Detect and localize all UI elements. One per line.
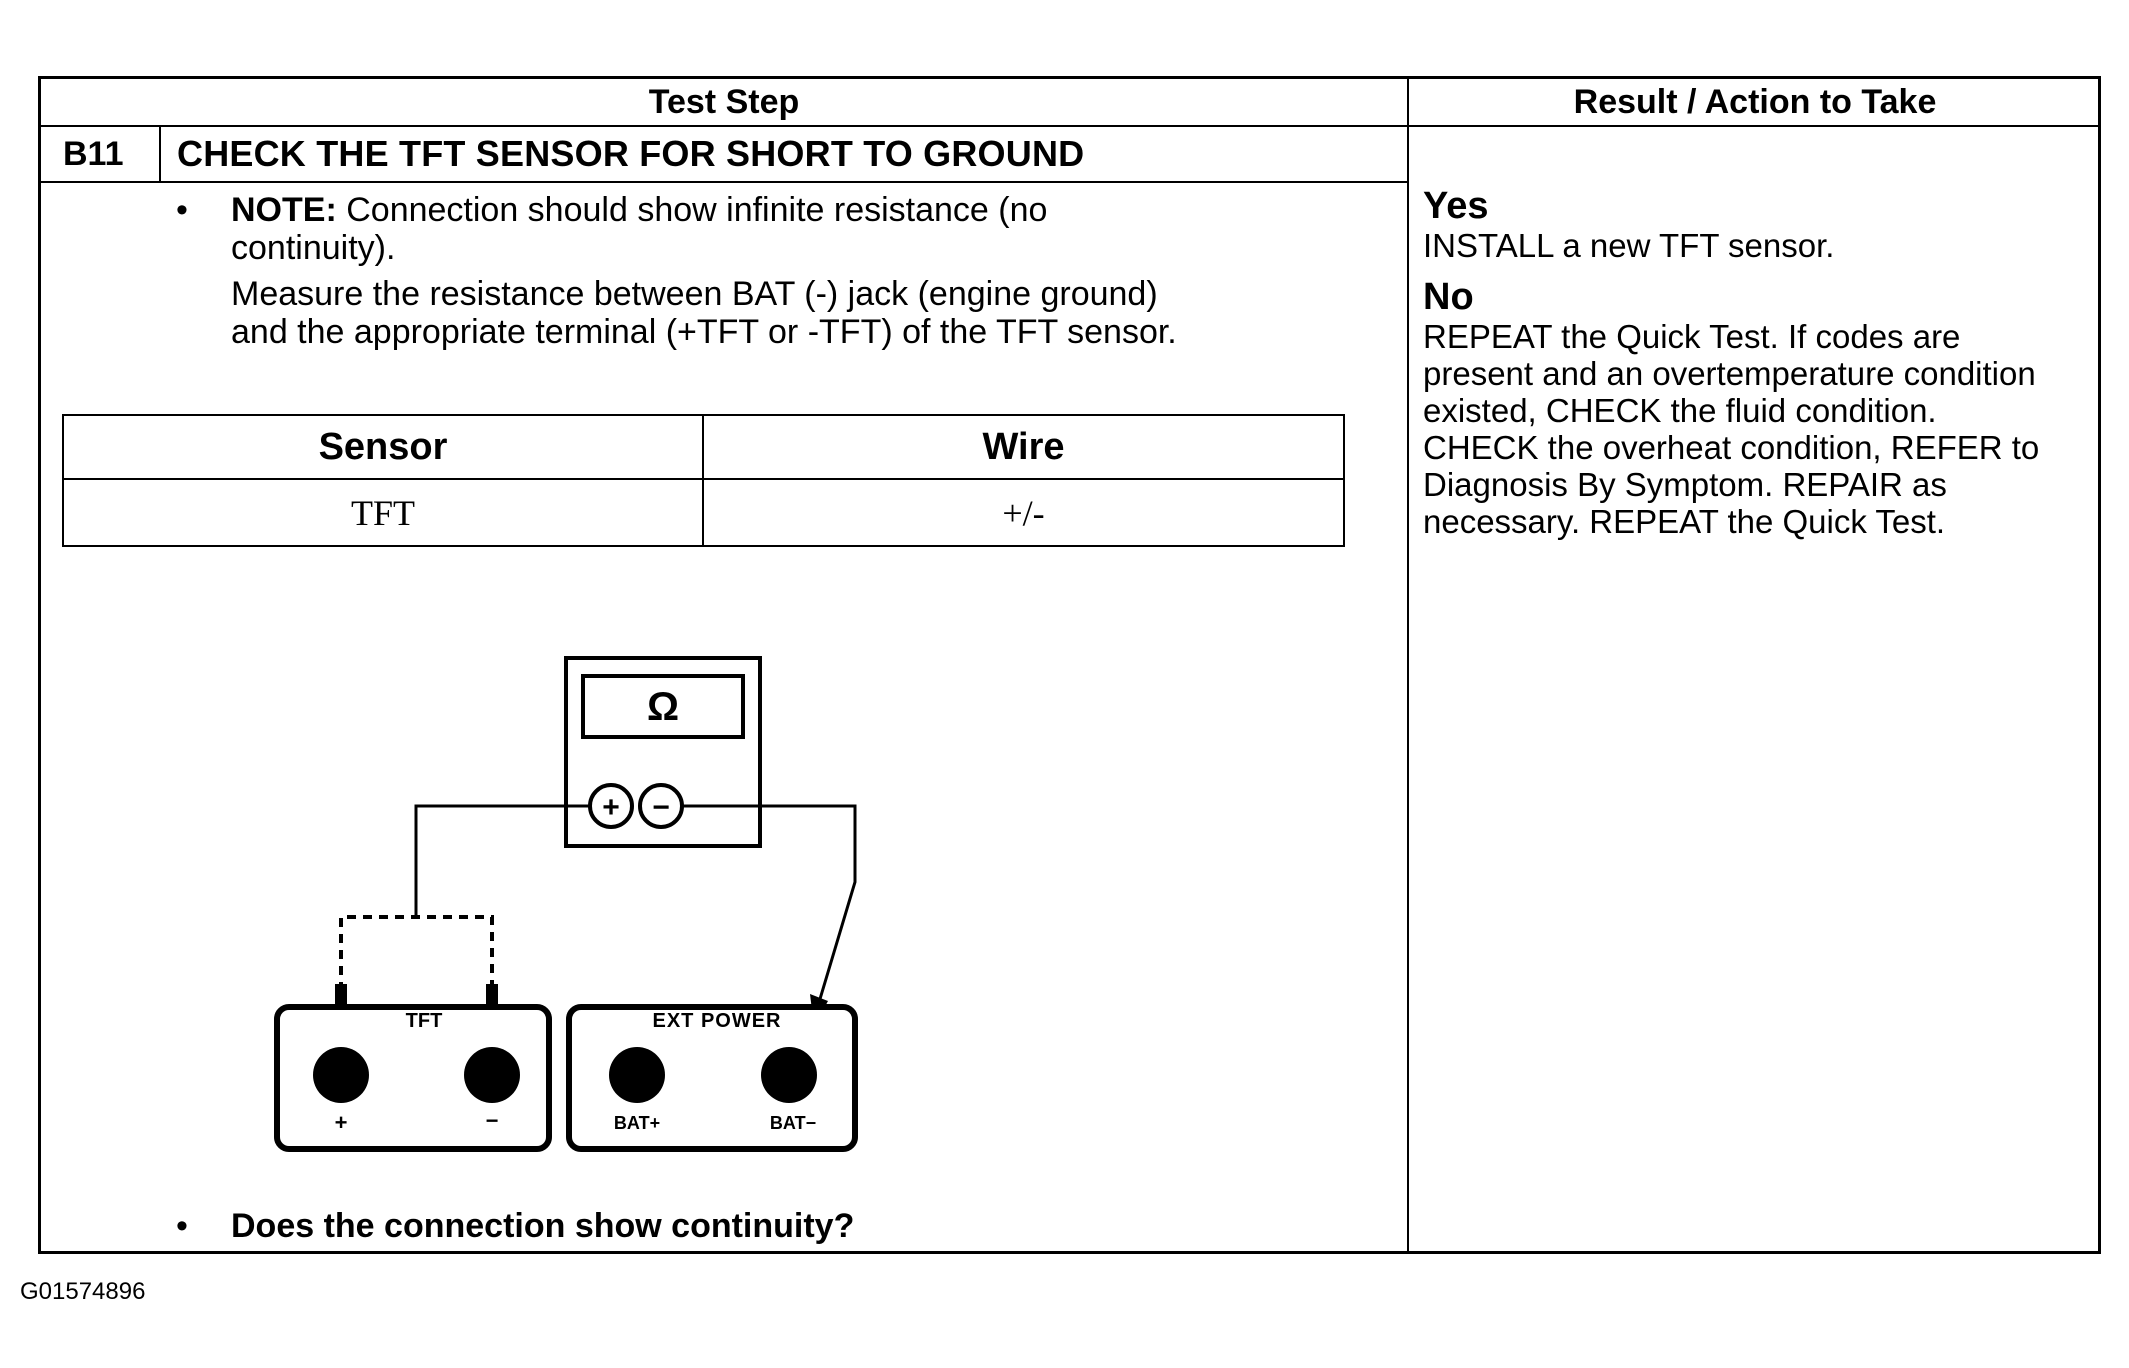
note-label: NOTE: [231,191,337,229]
no-line-2: present and an overtemperature condition [1423,355,2036,392]
probe-tip-minus [486,984,498,1006]
tft-connector-label: TFT [406,1010,443,1032]
yes-text: INSTALL a new TFT sensor. [1423,227,1835,264]
sensor-cell: TFT [350,492,415,533]
meter-plus-sign: + [602,791,620,824]
no-line-5: Diagnosis By Symptom. REPAIR as [1423,466,1947,503]
tft-plus-jack [313,1047,369,1103]
no-label: No [1423,276,1474,318]
ext-power-connector [566,1004,858,1152]
measure-line-1: Measure the resistance between BAT (-) j… [231,275,1158,313]
bullet-question: • [176,1207,188,1245]
bat-plus-jack [609,1047,665,1103]
step-id: B11 [41,127,161,181]
probe-tip-plus [335,984,347,1006]
bat-plus-label: BAT+ [614,1113,660,1133]
wire-header: Wire [704,416,1343,480]
ohmmeter-wiring-diagram: Ω + − TFT + − EXT POWER BAT+ BAT− [274,656,858,1152]
note-line-2: continuity). [231,229,396,267]
bat-minus-label: BAT− [770,1113,816,1133]
header-result-action: Result / Action to Take [1409,79,2101,127]
minus-lead-wire [682,804,857,1000]
step-title: CHECK THE TFT SENSOR FOR SHORT TO GROUND [177,133,1085,174]
diagnostic-table: Test Step Result / Action to Take B11 CH… [38,76,2101,1254]
dashed-alternate-lead [339,915,494,1007]
bullet-note: • [176,191,188,229]
tft-plus-label: + [335,1110,348,1135]
step-row: B11 CHECK THE TFT SENSOR FOR SHORT TO GR… [41,127,1407,183]
yes-label: Yes [1423,185,1489,227]
no-line-6: necessary. REPEAT the Quick Test. [1423,503,1946,540]
tft-minus-jack [464,1047,520,1103]
figure-id: G01574896 [20,1278,146,1305]
no-line-3: existed, CHECK the fluid condition. [1423,392,1937,429]
ohm-symbol: Ω [647,685,679,729]
meter-minus-sign: − [652,791,670,824]
measure-line-2: and the appropriate terminal (+TFT or -T… [231,313,1177,351]
sensor-wire-table: Sensor Wire TFT +/- [62,414,1345,547]
note-text: Connection should show infinite resistan… [336,191,1048,229]
sensor-header: Sensor [64,416,702,480]
no-line-4: CHECK the overheat condition, REFER to [1423,429,2040,466]
wire-cell: +/- [1002,492,1045,533]
column-divider [1407,79,1409,1251]
sensor-table-divider [702,416,704,545]
ohmmeter-display [581,674,745,739]
question-text: Does the connection show continuity? [231,1207,855,1245]
bat-minus-jack [761,1047,817,1103]
header-test-step: Test Step [41,79,1407,127]
tft-minus-label: − [486,1108,499,1133]
tft-connector [274,1004,552,1152]
plus-lead-wire [414,804,590,917]
note-line-1: NOTE: Connection should show infinite re… [231,191,1381,229]
no-line-1: REPEAT the Quick Test. If codes are [1423,318,1961,355]
ext-power-label: EXT POWER [652,1010,781,1032]
